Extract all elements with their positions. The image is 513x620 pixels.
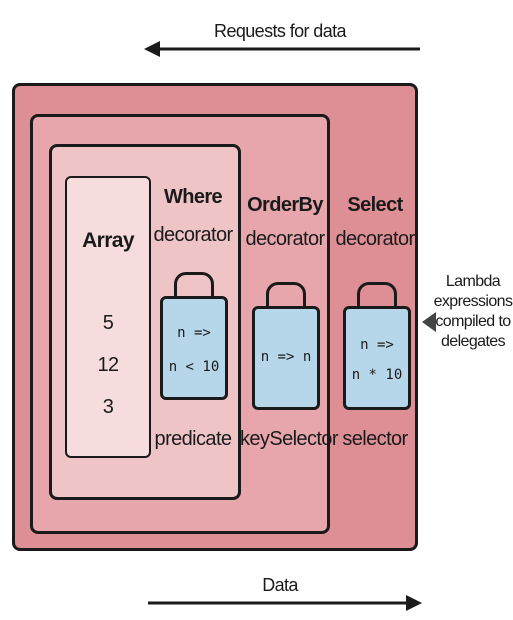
side-note-line: delegates	[441, 333, 506, 350]
where-subtitle: decorator	[153, 224, 233, 246]
requests-arrow	[144, 41, 420, 57]
orderby-subtitle: decorator	[245, 228, 325, 250]
array-title: Array	[82, 229, 134, 252]
orderby-code-line: n => n	[260, 349, 312, 365]
side-note-line: expressions	[433, 293, 513, 310]
array-box	[65, 176, 151, 458]
requests-for-data-label: Requests for data	[214, 21, 346, 41]
data-arrow	[148, 595, 422, 611]
array-value: 3	[102, 396, 114, 418]
select-lock-icon: n => n * 10	[343, 282, 411, 412]
where-title: Where	[163, 186, 223, 208]
where-code-line: n =>	[177, 325, 211, 341]
select-code-line: n * 10	[351, 367, 403, 383]
where-code-line: n < 10	[168, 359, 220, 375]
select-param: selector	[342, 428, 408, 450]
side-note-line: Lambda	[445, 273, 501, 290]
orderby-param: keySelector	[240, 428, 339, 450]
where-param: predicate	[154, 428, 232, 450]
select-subtitle: decorator	[335, 228, 415, 250]
data-label: Data	[262, 575, 298, 595]
select-code-line: n =>	[360, 337, 394, 353]
side-arrow	[422, 312, 436, 332]
select-title: Select	[347, 194, 403, 216]
where-lock-icon: n => n < 10	[160, 272, 228, 402]
array-value: 5	[102, 312, 114, 334]
array-value: 12	[97, 354, 119, 376]
orderby-title: OrderBy	[247, 194, 323, 216]
orderby-lock-icon: n => n	[252, 282, 320, 412]
side-note-line: compiled to	[435, 313, 511, 330]
